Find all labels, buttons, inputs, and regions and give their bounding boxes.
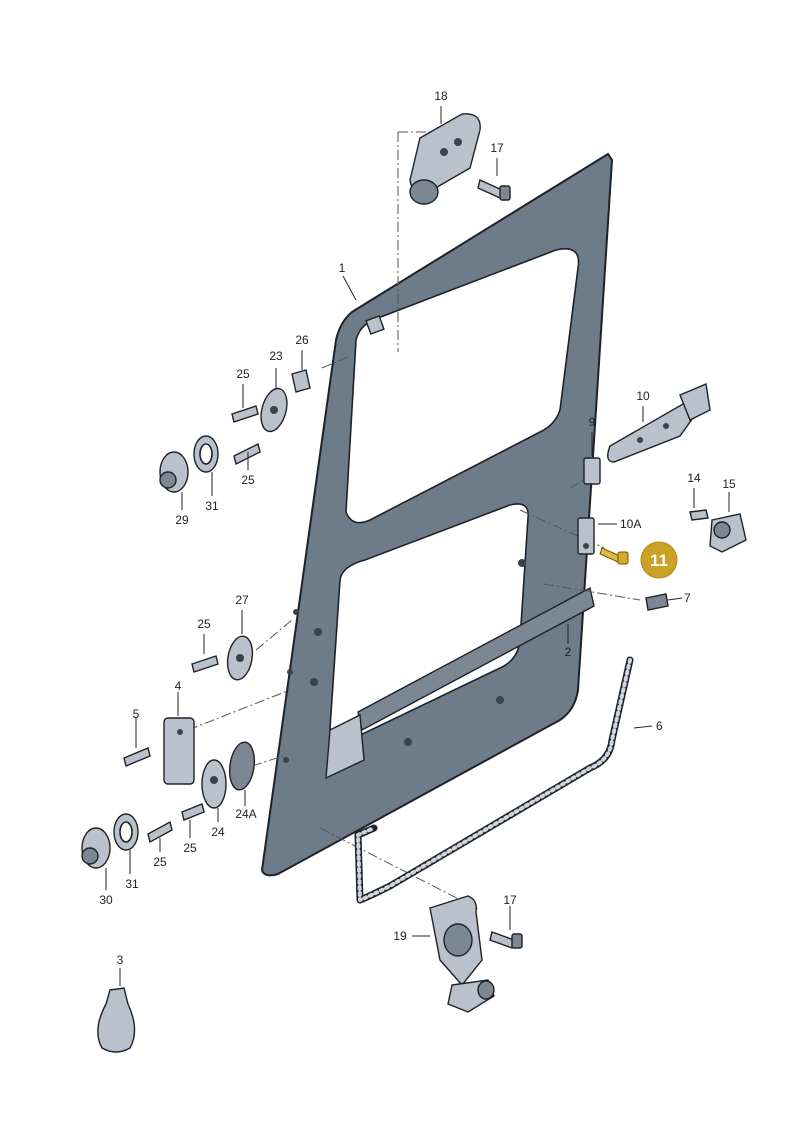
- label-24a: 24A: [235, 807, 256, 821]
- label-31-b: 31: [125, 877, 139, 891]
- screw-part-5: [123, 747, 151, 767]
- label-25-d: 25: [183, 841, 197, 855]
- screw-part-25a: [231, 405, 259, 423]
- upper-hinge: [409, 113, 481, 205]
- label-14: 14: [687, 471, 701, 485]
- pad-part-7: [645, 593, 669, 611]
- label-29: 29: [175, 513, 189, 527]
- label-30: 30: [99, 893, 113, 907]
- label-27: 27: [235, 593, 249, 607]
- screw-part-25e: [147, 820, 173, 844]
- door-seal: [354, 656, 634, 904]
- door-frame: [260, 152, 614, 877]
- label-26: 26: [295, 333, 309, 347]
- cover-part-4: [163, 717, 195, 785]
- label-10a: 10A: [620, 517, 641, 531]
- bumper-part-29: [159, 451, 189, 493]
- label-18: 18: [434, 89, 448, 103]
- screw-part-25b: [233, 442, 261, 466]
- plate-part-23: [260, 387, 288, 433]
- label-9: 9: [589, 415, 596, 429]
- label-1: 1: [339, 261, 346, 275]
- part-labels: 18 17 1 26 23 25 25 31 29 10 9 10A 14 15…: [99, 89, 736, 967]
- label-25-e: 25: [153, 855, 167, 869]
- label-31-a: 31: [205, 499, 219, 513]
- screw-part-25c: [191, 655, 219, 673]
- label-4: 4: [175, 679, 182, 693]
- plate-part-9: [583, 457, 601, 485]
- pad-part-24a: [228, 741, 256, 791]
- label-17-lower: 17: [503, 893, 517, 907]
- gasket-part-31a: [193, 435, 219, 473]
- label-15: 15: [722, 477, 736, 491]
- striker-part-15: [709, 513, 747, 553]
- highlight-label[interactable]: 11: [650, 551, 668, 570]
- catch-part-10: [607, 383, 711, 463]
- gasket-part-31b: [113, 813, 139, 851]
- bolt-17-lower: [489, 931, 523, 949]
- bolt-17-upper: [477, 179, 511, 201]
- bag-part-3: [97, 987, 136, 1053]
- leader-lines: [105, 106, 730, 986]
- label-17-upper: 17: [490, 141, 504, 155]
- label-7: 7: [684, 591, 691, 605]
- lower-hinge: [429, 895, 495, 1013]
- label-24: 24: [211, 825, 225, 839]
- label-19: 19: [393, 929, 407, 943]
- label-10: 10: [636, 389, 650, 403]
- label-23: 23: [269, 349, 283, 363]
- label-3: 3: [117, 953, 124, 967]
- bolt-part-11: [599, 547, 629, 565]
- label-6: 6: [656, 719, 663, 733]
- label-5: 5: [133, 707, 140, 721]
- highlight-circle[interactable]: [640, 541, 678, 579]
- plate-part-27: [226, 635, 254, 681]
- bracket-part-10a: [577, 517, 595, 555]
- label-25-b: 25: [241, 473, 255, 487]
- label-25-c: 25: [197, 617, 211, 631]
- screw-part-25d: [181, 803, 205, 821]
- grommet-part-26: [291, 369, 311, 393]
- plate-part-24: [201, 759, 227, 809]
- screw-part-14: [689, 509, 709, 521]
- label-2: 2: [565, 645, 572, 659]
- highlight-callout-11[interactable]: 11: [640, 541, 678, 579]
- bumper-part-30: [81, 827, 111, 869]
- label-25-a: 25: [236, 367, 250, 381]
